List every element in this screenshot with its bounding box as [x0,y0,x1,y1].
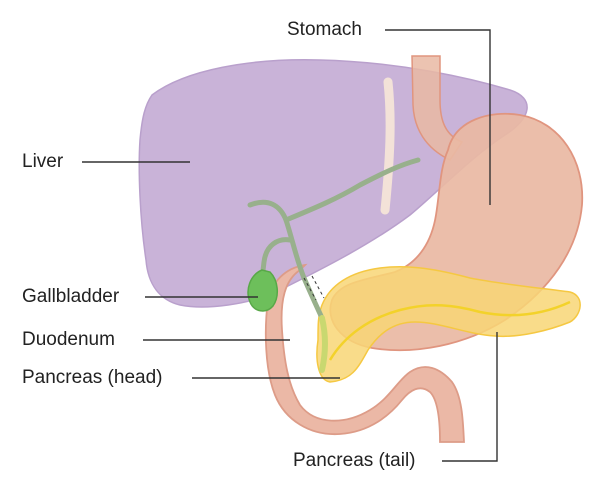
leader-stomach [385,29,491,205]
hepatic-duct [283,157,421,223]
pancreatic-duct [328,300,571,361]
common-bile-duct-dashed [303,275,325,301]
liver-fissure [380,77,395,215]
label-duodenum: Duodenum [22,329,115,350]
duodenum-shape [264,263,465,443]
leader-pancreas-tail [442,332,498,462]
duct-into-duodenum [319,315,328,373]
label-liver: Liver [22,151,64,172]
label-pancreas-tail: Pancreas (tail) [293,450,416,471]
label-gallbladder: Gallbladder [22,286,120,307]
gallbladder-shape [247,269,278,312]
pancreas-shape [316,265,581,383]
label-stomach: Stomach [287,19,362,40]
label-pancreas-head: Pancreas (head) [22,367,163,388]
leader-lines [82,29,498,462]
bile-duct [247,199,325,321]
